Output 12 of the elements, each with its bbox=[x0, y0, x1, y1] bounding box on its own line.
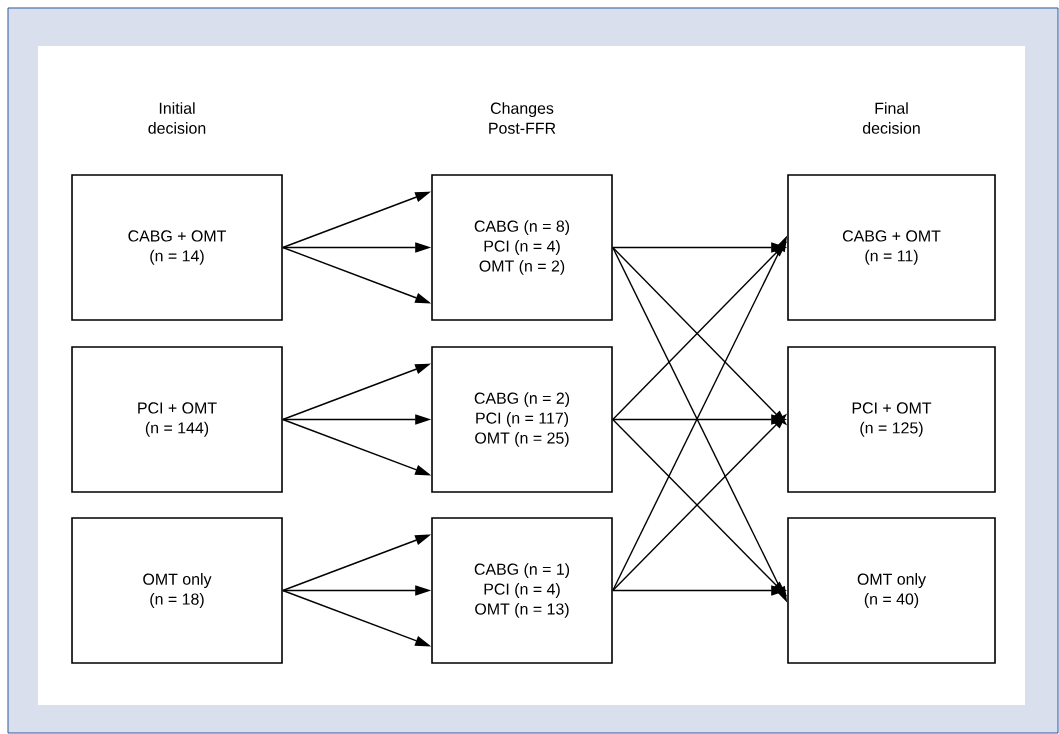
decision-box: PCI + OMT (n = 144) bbox=[71, 346, 283, 493]
decision-box: OMT only (n = 40) bbox=[787, 517, 996, 664]
decision-box: CABG (n = 1) PCI (n = 4) OMT (n = 13) bbox=[431, 517, 613, 664]
column-heading: Initial decision bbox=[148, 102, 206, 134]
column-heading: Changes Post-FFR bbox=[489, 102, 556, 134]
decision-box: CABG (n = 8) PCI (n = 4) OMT (n = 2) bbox=[431, 174, 613, 321]
decision-box: CABG + OMT (n = 11) bbox=[787, 174, 996, 321]
decision-box: OMT only (n = 18) bbox=[71, 517, 283, 664]
column-heading: Final decision bbox=[862, 102, 920, 134]
decision-box: CABG (n = 2) PCI (n = 117) OMT (n = 25) bbox=[431, 346, 613, 493]
decision-box: PCI + OMT (n = 125) bbox=[787, 346, 996, 493]
decision-box: CABG + OMT (n = 14) bbox=[71, 174, 283, 321]
